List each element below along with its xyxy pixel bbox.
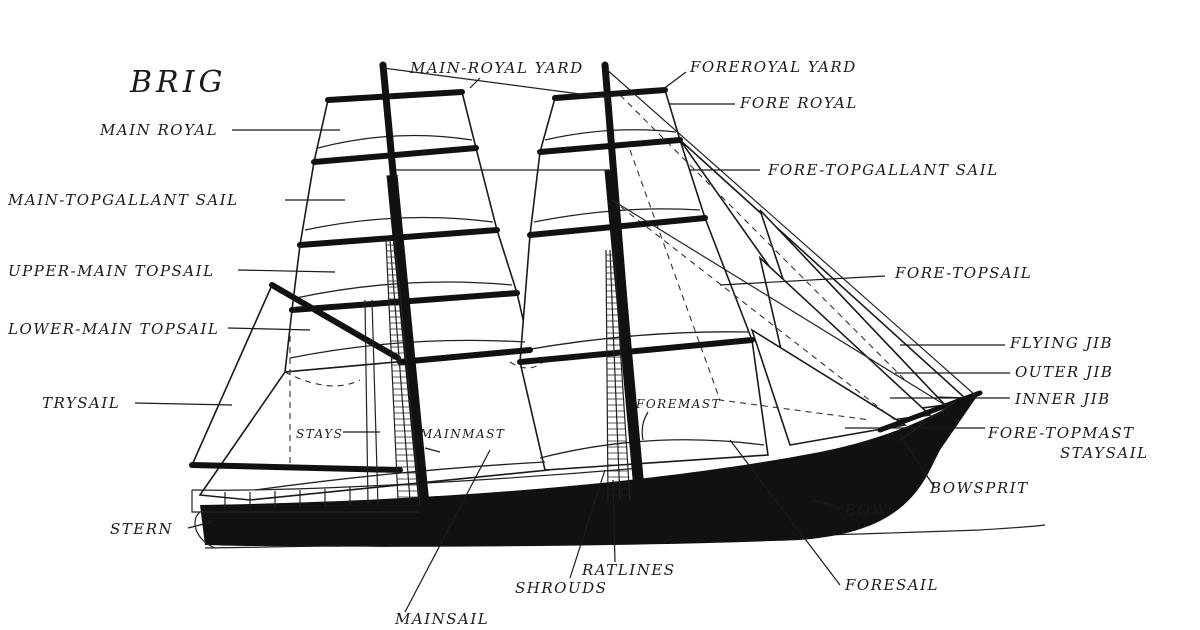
foreroyal-yard [552, 87, 668, 101]
stays-lines [382, 67, 976, 406]
label-shrouds: SHROUDS [515, 579, 607, 597]
main-royal-yard [325, 89, 465, 103]
label-flying-jib: FLYING JIB [1009, 334, 1113, 352]
fore-ratlines [606, 254, 630, 496]
label-stays: STAYS [296, 427, 343, 441]
label-mainsail: MAINSAIL [394, 610, 489, 628]
label-trysail: TRYSAIL [42, 394, 120, 412]
label-mainmast: MAINMAST [419, 427, 505, 441]
leader-lines [134, 71, 1010, 613]
label-foremast: FOREMAST [635, 397, 721, 411]
bulwark-rail [191, 490, 420, 513]
label-main-topgallant-sail: MAIN-TOPGALLANT SAIL [7, 191, 239, 209]
diagram-title: BRIG [129, 65, 226, 100]
mainmast-lower [386, 174, 431, 516]
label-fore-royal: FORE ROYAL [739, 94, 858, 112]
rail-posts [224, 487, 351, 510]
main-yards [289, 89, 533, 365]
label-main-royal: MAIN ROYAL [99, 121, 218, 139]
fore-topmast-staysail-sail [750, 328, 908, 446]
label-upper-main-topsail: UPPER-MAIN TOPSAIL [8, 262, 215, 280]
label-bow: BOW [844, 501, 889, 519]
label-outer-jib: OUTER JIB [1015, 363, 1113, 381]
label-fore-topsail: FORE-TOPSAIL [894, 264, 1032, 282]
trysail-boom [189, 462, 403, 473]
main-ratlines [386, 244, 421, 498]
label-bowsprit: BOWSPRIT [929, 479, 1029, 497]
bowsprit-spar [877, 390, 983, 433]
label-fore-topgallant-sail: FORE-TOPGALLANT SAIL [767, 161, 999, 179]
label-lower-main-topsail: LOWER-MAIN TOPSAIL [7, 320, 219, 338]
hull [200, 393, 978, 547]
label-fore-topmast: FORE-TOPMAST [987, 424, 1135, 442]
trysail-gaff [269, 282, 401, 361]
label-main-royal-yard: MAIN-ROYAL YARD [409, 59, 584, 77]
stern-curl [194, 511, 216, 549]
label-stern: STERN [110, 520, 173, 538]
label-ratlines: RATLINES [581, 561, 676, 579]
fore-yards [517, 87, 755, 365]
label-staysail: STAYSAIL [1060, 444, 1149, 462]
label-foreroyal-yard: FOREROYAL YARD [689, 58, 857, 76]
label-foresail: FORESAIL [844, 576, 939, 594]
label-inner-jib: INNER JIB [1014, 390, 1111, 408]
